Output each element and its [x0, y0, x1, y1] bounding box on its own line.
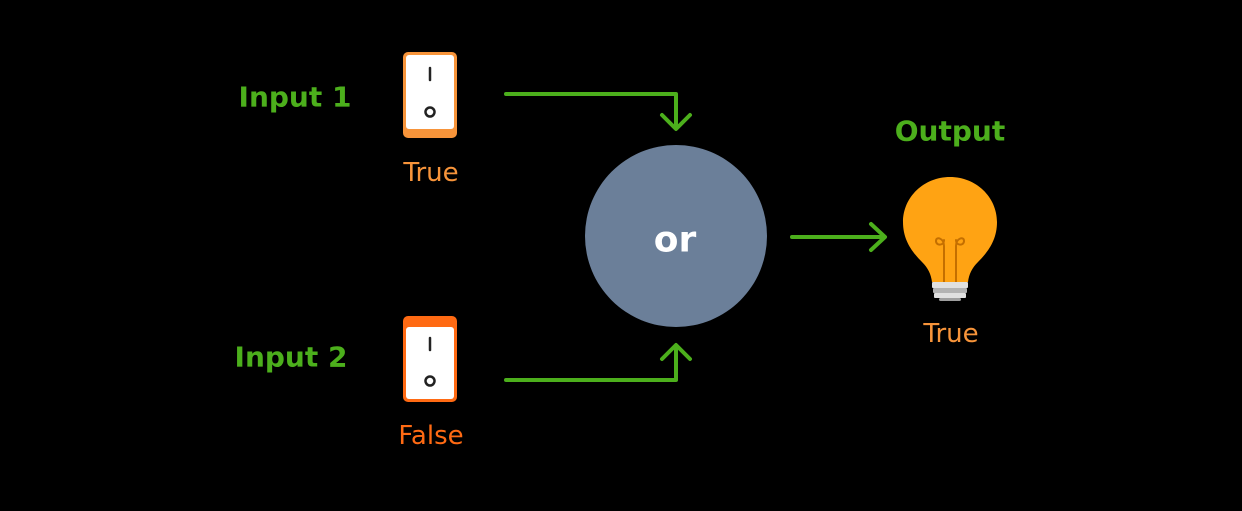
- arrow-gate-to-output: [790, 222, 887, 252]
- switch-off-icon: [403, 316, 457, 402]
- output-state: True: [923, 319, 979, 349]
- switch-on-icon: [403, 52, 457, 138]
- input1-state: True: [403, 158, 459, 188]
- arrow-input2-to-gate: [504, 343, 692, 382]
- arrow-input1-to-gate: [504, 92, 692, 131]
- light-bulb-icon: [903, 177, 997, 301]
- output-label: Output: [894, 114, 1006, 148]
- input2-label: Input 2: [234, 340, 348, 374]
- input2-state: False: [398, 421, 464, 451]
- or-gate-circle: [585, 145, 767, 327]
- gate-label: or: [653, 219, 697, 261]
- input1-label: Input 1: [238, 80, 352, 114]
